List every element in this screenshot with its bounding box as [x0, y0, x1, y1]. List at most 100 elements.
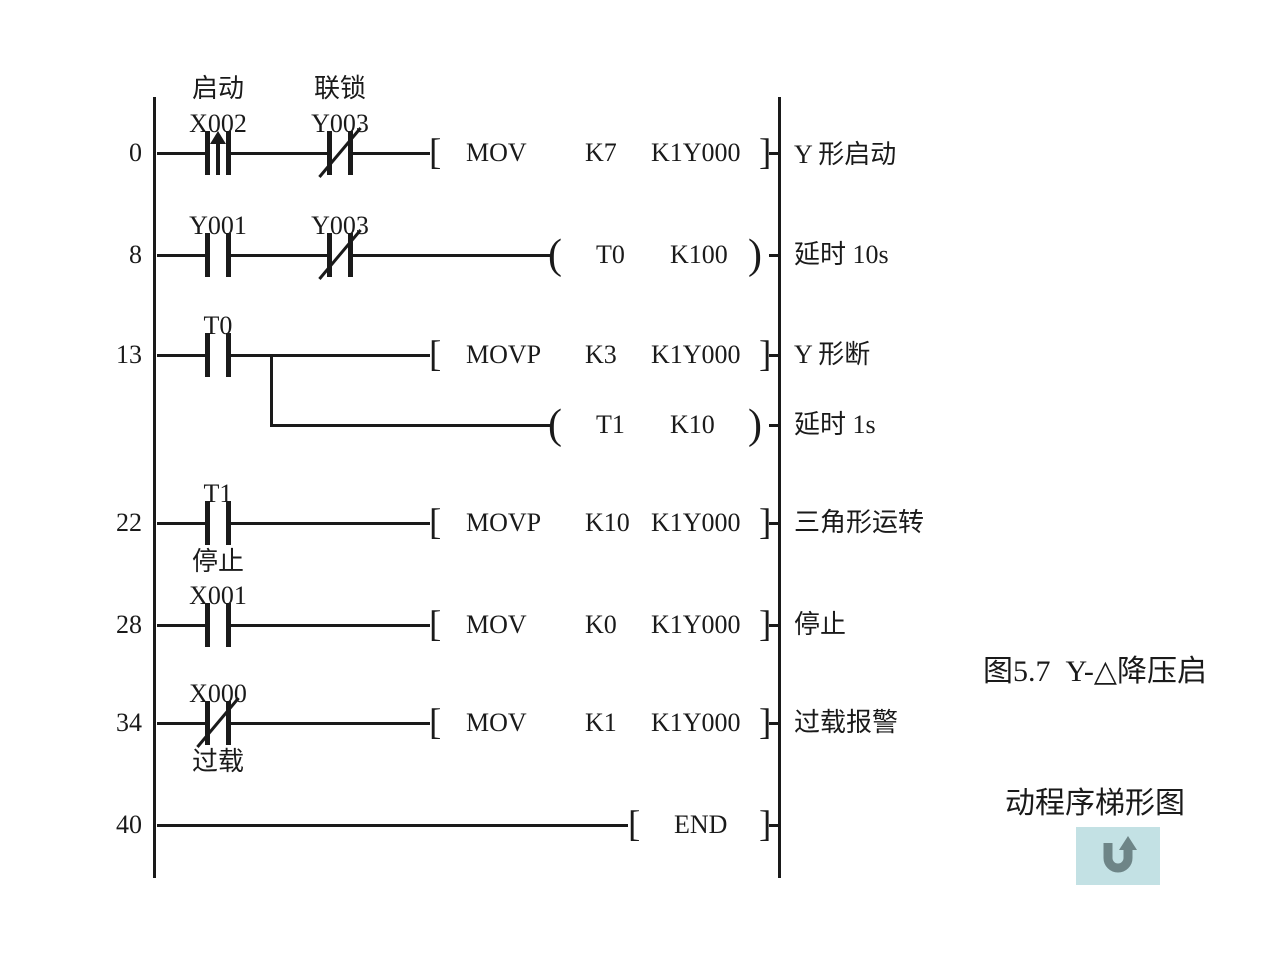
- instruction-open-bracket: [: [429, 604, 442, 645]
- instruction-operand: K3: [585, 340, 617, 369]
- rung-wire: [157, 624, 205, 627]
- rung-comment: 停止: [794, 610, 847, 639]
- branch-wire: [270, 424, 550, 427]
- instruction-close-bracket: ]: [759, 502, 772, 543]
- instruction-operand: K0: [585, 610, 617, 639]
- contact-address: Y001: [189, 211, 247, 240]
- contact-bar: [226, 233, 231, 277]
- return-button[interactable]: [1076, 827, 1160, 885]
- rising-edge-arrow-icon: [210, 131, 226, 144]
- contact-bar: [205, 233, 210, 277]
- rung-step-number: 40: [116, 810, 142, 839]
- contact-bar: [327, 233, 332, 277]
- rung-wire: [231, 254, 327, 257]
- rising-edge-arrow-stem: [216, 143, 220, 175]
- instruction-operand: K1Y000: [651, 508, 741, 537]
- contact-address: X002: [189, 109, 247, 138]
- rung-step-number: 22: [116, 508, 142, 537]
- instruction-opcode: MOV: [466, 610, 527, 639]
- instruction-opcode: MOVP: [466, 508, 542, 537]
- output-tick: [769, 624, 779, 627]
- rung-step-number: 0: [129, 138, 142, 167]
- output-tick: [769, 722, 779, 725]
- rung-wire: [157, 824, 628, 827]
- contact-address: T0: [203, 311, 233, 340]
- coil-open-paren: (: [548, 402, 562, 448]
- coil-operand: K100: [670, 240, 728, 269]
- rung-comment: 延时 10s: [794, 240, 889, 269]
- contact-bar: [226, 603, 231, 647]
- rung-wire: [231, 624, 430, 627]
- contact-bar: [205, 333, 210, 377]
- contact-bar: [205, 501, 210, 545]
- instruction-open-bracket: [: [628, 804, 641, 845]
- rung-wire: [157, 522, 205, 525]
- instruction-open-bracket: [: [429, 334, 442, 375]
- instruction-opcode: MOV: [466, 138, 527, 167]
- contact-bar: [205, 603, 210, 647]
- instruction-operand: K1Y000: [651, 340, 741, 369]
- instruction-operand: K7: [585, 138, 617, 167]
- output-tick: [769, 254, 779, 257]
- rung-step-number: 8: [129, 240, 142, 269]
- contact-bar: [226, 501, 231, 545]
- contact-comment: 联锁: [313, 74, 367, 103]
- instruction-opcode: END: [674, 810, 728, 839]
- contact-address: Y003: [311, 109, 369, 138]
- contact-bar: [348, 233, 353, 277]
- contact-bar: [226, 333, 231, 377]
- coil-operand: T0: [596, 240, 625, 269]
- contact-bar: [205, 701, 210, 745]
- rung-comment: Y 形启动: [794, 140, 897, 169]
- rung-wire: [157, 722, 205, 725]
- contact-bar: [226, 131, 231, 175]
- instruction-open-bracket: [: [429, 502, 442, 543]
- rung-comment: 延时 1s: [794, 410, 876, 439]
- instruction-close-bracket: ]: [759, 604, 772, 645]
- instruction-open-bracket: [: [429, 702, 442, 743]
- instruction-open-bracket: [: [429, 132, 442, 173]
- instruction-close-bracket: ]: [759, 702, 772, 743]
- coil-operand: T1: [596, 410, 625, 439]
- contact-address: T1: [203, 479, 233, 508]
- left-power-rail: [153, 97, 156, 878]
- contact-address: X001: [189, 581, 247, 610]
- coil-close-paren: ): [748, 232, 762, 278]
- rung-wire: [157, 354, 205, 357]
- coil-operand: K10: [670, 410, 715, 439]
- output-tick: [769, 522, 779, 525]
- contact-comment: 停止: [191, 547, 245, 576]
- rung-step-number: 34: [116, 708, 142, 737]
- contact-address: Y003: [311, 211, 369, 240]
- contact-bar: [226, 701, 231, 745]
- instruction-close-bracket: ]: [759, 804, 772, 845]
- instruction-opcode: MOV: [466, 708, 527, 737]
- instruction-operand: K1Y000: [651, 708, 741, 737]
- instruction-operand: K1: [585, 708, 617, 737]
- rung-comment: 三角形运转: [794, 508, 925, 537]
- rung-comment: 过载报警: [794, 708, 899, 737]
- u-turn-arrow-icon: [1103, 836, 1137, 873]
- contact-bar: [348, 131, 353, 175]
- rung-wire: [231, 152, 327, 155]
- instruction-close-bracket: ]: [759, 132, 772, 173]
- right-power-rail: [778, 97, 781, 878]
- figure-caption: 图5.7 Y-△降压启 动程序梯形图: [950, 562, 1240, 914]
- contact-comment: 启动: [191, 74, 245, 103]
- branch-wire-vertical: [270, 354, 273, 427]
- coil-close-paren: ): [748, 402, 762, 448]
- rung-wire: [353, 152, 430, 155]
- rung-wire: [231, 722, 430, 725]
- figure-caption-line1: 图5.7 Y-△降压启: [983, 655, 1207, 688]
- output-tick: [769, 824, 779, 827]
- instruction-operand: K1Y000: [651, 610, 741, 639]
- rung-step-number: 28: [116, 610, 142, 639]
- rung-wire: [353, 254, 550, 257]
- rung-wire: [157, 254, 205, 257]
- contact-address: X000: [189, 679, 247, 708]
- rung-comment: Y 形断: [794, 340, 871, 369]
- instruction-close-bracket: ]: [759, 334, 772, 375]
- figure-caption-line2: 动程序梯形图: [1005, 787, 1185, 820]
- contact-bar: [205, 131, 210, 175]
